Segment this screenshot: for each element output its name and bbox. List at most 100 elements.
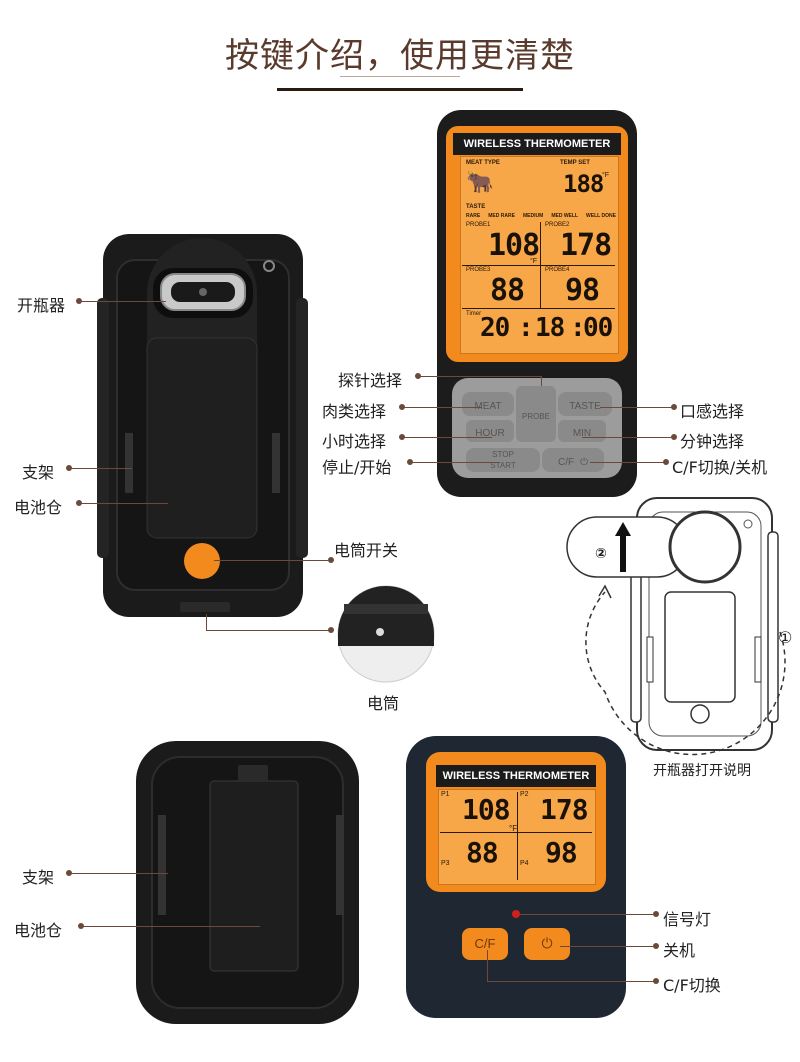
probe-button-label: PROBE: [521, 412, 550, 421]
tx-cf-button[interactable]: C/F: [462, 928, 508, 960]
taste-medium: MEDIUM: [522, 213, 544, 219]
dot: [671, 434, 677, 440]
probe1-label: PROBE1: [466, 222, 491, 228]
line-battery-2: [80, 926, 260, 927]
tx-p1-value: 108: [462, 793, 511, 826]
dot: [328, 627, 334, 633]
probe4-label: PROBE4: [545, 267, 570, 273]
taste-button[interactable]: TASTE: [558, 392, 612, 416]
stop-start-button[interactable]: STOP START: [466, 448, 540, 472]
stop-label: STOP: [492, 450, 514, 459]
taste-levels: RARE MED RARE MEDIUM MED WELL WELL DONE: [466, 213, 616, 219]
label-flashlight-switch: 电筒开关: [334, 541, 399, 560]
label-battery-2: 电池仓: [14, 921, 63, 940]
probe2-label: PROBE2: [545, 222, 570, 228]
meat-type-label: MEAT TYPE: [466, 160, 500, 166]
line-probe-v: [541, 376, 542, 386]
taste-label: TASTE: [466, 204, 486, 210]
cow-icon: 🐂: [466, 170, 494, 195]
tx-power-button[interactable]: ⏻: [524, 928, 570, 960]
hour-button-label: HOUR: [475, 428, 505, 439]
probe2-value: 178: [560, 228, 612, 263]
line-flashlight-h: [206, 630, 330, 631]
tx-p4-label: P4: [520, 860, 529, 867]
temp-set-label: TEMP SET: [560, 160, 590, 166]
power-icon: ⏻: [541, 936, 553, 952]
hour-button[interactable]: HOUR: [466, 420, 514, 442]
meat-button-label: MEAT: [474, 401, 502, 412]
title-underline-thin: [340, 76, 460, 77]
taste-well-done: WELL DONE: [586, 213, 616, 219]
step-1-marker: ①: [778, 628, 793, 647]
label-cf-power: C/F切换/关机: [672, 458, 768, 477]
taste-med-well: MED WELL: [551, 213, 578, 219]
dot: [415, 373, 421, 379]
start-label: START: [490, 461, 516, 470]
transmitter-back: [136, 741, 359, 1024]
set-temp-value: 188: [563, 170, 604, 198]
title-underline: [277, 88, 523, 91]
probe-button[interactable]: PROBE: [516, 386, 556, 442]
label-signal: 信号灯: [663, 910, 712, 929]
probe1-value: 108: [488, 228, 540, 263]
receiver-brand: WIRELESS THERMOMETER: [453, 133, 621, 155]
tx-unit: °F: [509, 824, 518, 833]
tx-p2-value: 178: [540, 793, 589, 826]
flashlight-zoom: [337, 585, 435, 683]
line-flashlight-switch: [214, 560, 330, 561]
line-cf: [590, 462, 666, 463]
tx-p1-label: P1: [441, 791, 450, 798]
label-stop-start: 停止/开始: [322, 458, 392, 477]
label-battery: 电池仓: [14, 498, 63, 517]
probe4-value: 98: [565, 273, 600, 308]
label-hour-select: 小时选择: [322, 432, 387, 451]
dot: [653, 911, 659, 917]
label-probe-select: 探针选择: [338, 371, 403, 390]
tx-p3-value: 88: [466, 836, 499, 869]
tx-divider-v: [517, 792, 518, 880]
cf-power-button[interactable]: C/F⏻: [542, 448, 604, 472]
dot: [328, 557, 334, 563]
tx-p2-label: P2: [520, 791, 529, 798]
timer-colon2: :: [570, 313, 586, 343]
dot: [653, 943, 659, 949]
lcd-divider-h: [462, 265, 615, 266]
meat-button[interactable]: MEAT: [462, 392, 514, 416]
cf-button-label: C/F: [557, 457, 575, 468]
receiver-back: [97, 234, 308, 617]
page-title: 按键介绍，使用更清楚: [225, 36, 575, 76]
probe3-label: PROBE3: [466, 267, 491, 273]
label-power-off: 关机: [663, 941, 696, 960]
line-bottle-opener: [78, 301, 166, 302]
opener-diagram: [566, 497, 786, 756]
tx-p4-value: 98: [545, 836, 578, 869]
line-signal: [520, 914, 656, 915]
lcd-divider-h2: [462, 308, 615, 309]
flashlight-switch-button[interactable]: [184, 543, 220, 579]
timer-colon: :: [518, 313, 534, 343]
label-stand-2: 支架: [22, 868, 55, 887]
label-cf-switch: C/F切换: [663, 976, 721, 995]
line-cf-h: [487, 981, 657, 982]
dot: [76, 500, 82, 506]
line-stand-2: [68, 873, 168, 874]
timer-label: Timer: [466, 311, 482, 317]
label-flashlight: 电筒: [367, 694, 400, 713]
dot: [78, 923, 84, 929]
signal-light: [512, 910, 520, 918]
line-cf-v: [487, 950, 488, 982]
line-taste: [600, 407, 674, 408]
taste-rare: RARE: [466, 213, 481, 219]
dot: [671, 404, 677, 410]
line-stop: [410, 462, 500, 463]
step-2-marker: ②: [595, 546, 607, 562]
dot: [66, 465, 72, 471]
tx-divider-h: [440, 832, 592, 833]
line-battery: [78, 503, 168, 504]
label-stand: 支架: [22, 463, 55, 482]
line-flashlight-v: [206, 614, 207, 630]
probe3-value: 88: [490, 273, 525, 308]
line-power: [560, 946, 656, 947]
min-button-label: MIN: [572, 428, 592, 439]
min-button[interactable]: MIN: [558, 420, 606, 442]
